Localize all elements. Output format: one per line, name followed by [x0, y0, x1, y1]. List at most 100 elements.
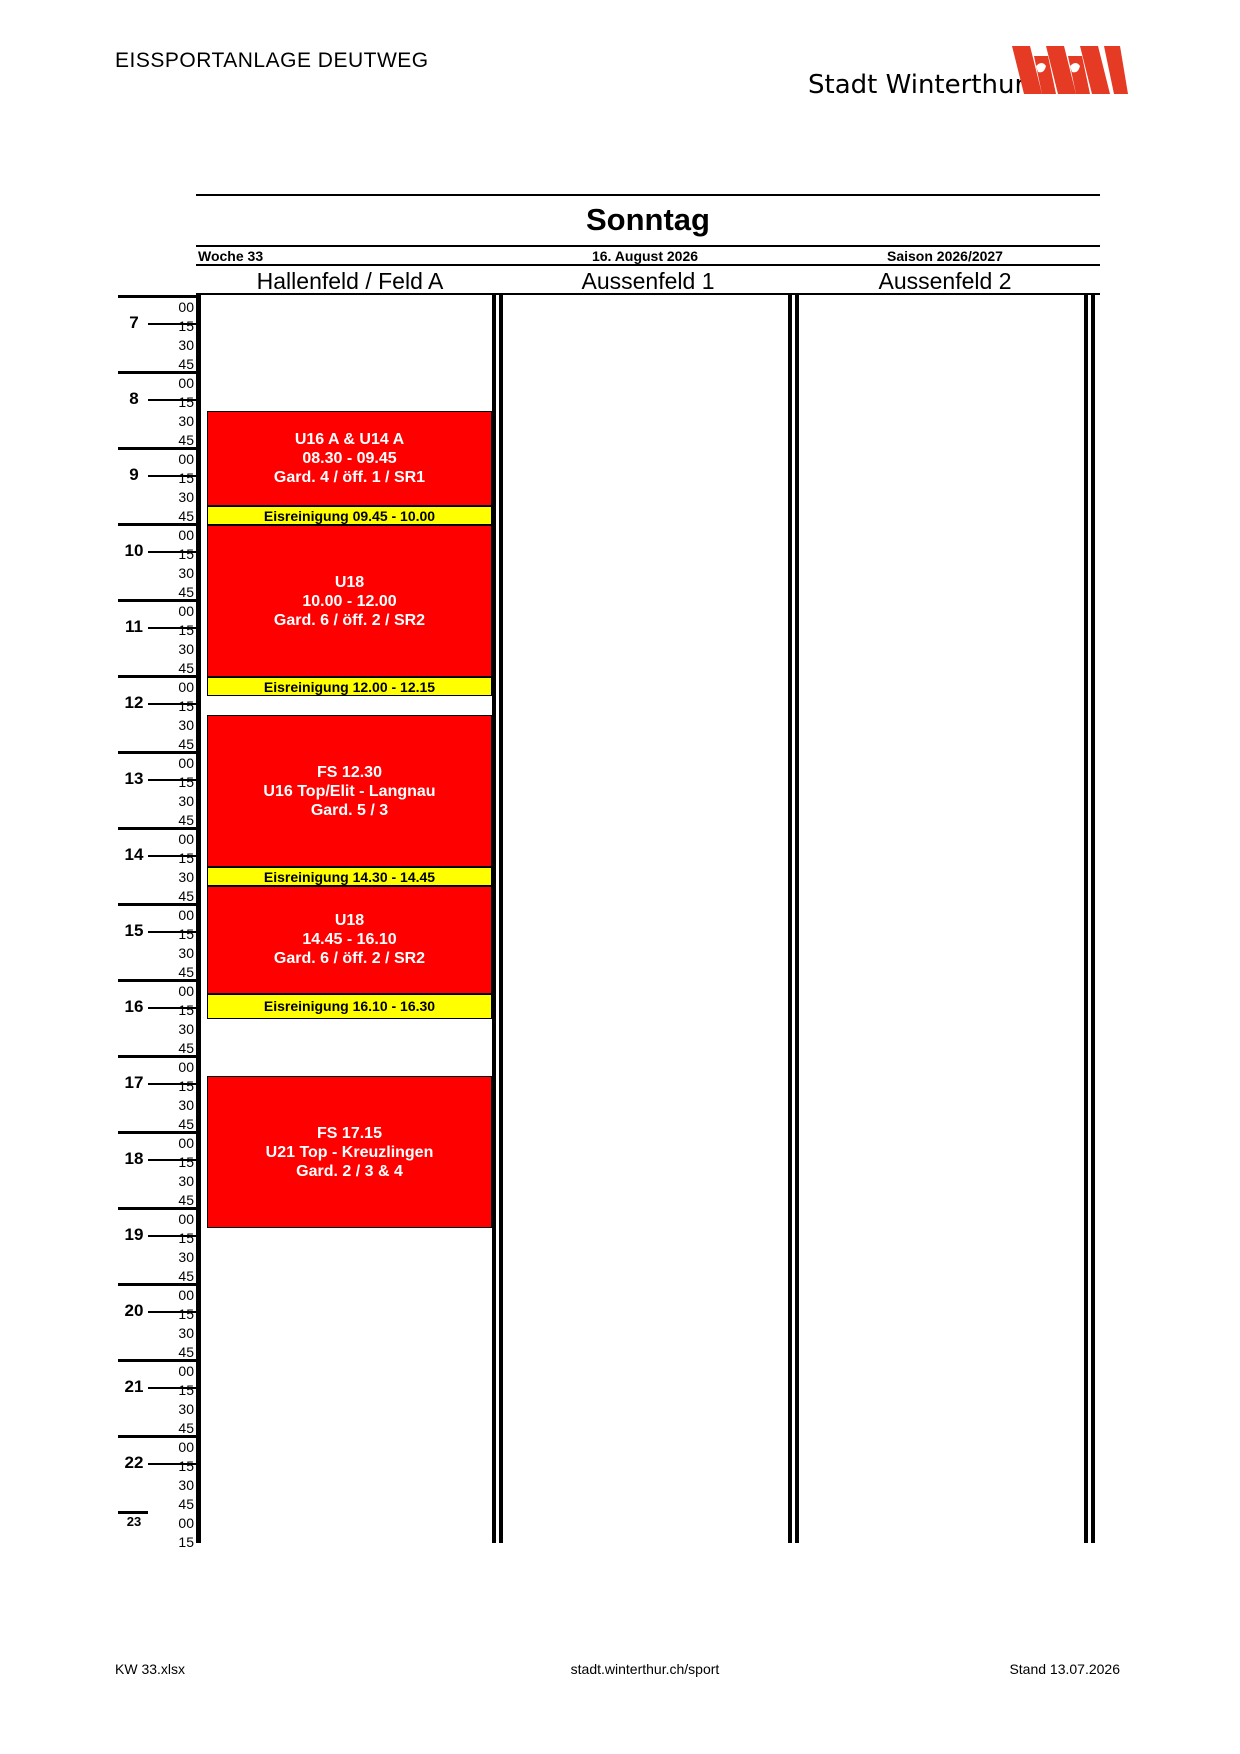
booking-line: Gard. 5 / 3	[310, 801, 389, 819]
minute-label: 15	[178, 1002, 194, 1018]
minute-label: 45	[178, 736, 194, 752]
hour-label-connector	[148, 1387, 196, 1389]
ice-cleaning-slot[interactable]: Eisreinigung 09.45 - 10.00	[207, 506, 492, 525]
minute-label: 00	[178, 983, 194, 999]
hour-label: 15	[124, 921, 144, 940]
minute-label: 15	[178, 1534, 194, 1550]
minute-label: 15	[178, 850, 194, 866]
hour-tick	[118, 903, 196, 906]
minute-label: 45	[178, 1192, 194, 1208]
minute-label: 30	[178, 945, 194, 961]
title-bottom-rule	[196, 245, 1100, 247]
hour-label: 9	[129, 465, 139, 484]
hour-label-connector	[148, 1083, 196, 1085]
ice-cleaning-slot[interactable]: Eisreinigung 14.30 - 14.45	[207, 867, 492, 886]
minute-label: 00	[178, 603, 194, 619]
winterthur-coat-of-arms-icon	[1012, 46, 1128, 94]
hour-label-connector	[148, 703, 196, 705]
hour-label-connector	[148, 1007, 196, 1009]
hour-label-connector	[148, 399, 196, 401]
column-divider	[1084, 294, 1088, 1543]
hour-label: 23	[126, 1514, 142, 1529]
minute-label: 30	[178, 1401, 194, 1417]
minute-label: 00	[178, 1363, 194, 1379]
minute-label: 30	[178, 1173, 194, 1189]
booking-line: Eisreinigung 12.00 - 12.15	[263, 678, 436, 695]
minute-label: 15	[178, 546, 194, 562]
minute-label: 30	[178, 641, 194, 657]
season-label: Saison 2026/2027	[887, 248, 1003, 264]
booking-line: U16 Top/Elit - Langnau	[263, 782, 436, 800]
hour-label: 20	[124, 1301, 144, 1320]
hour-label-connector	[148, 1235, 196, 1237]
hour-label-connector	[148, 323, 196, 325]
minute-label: 15	[178, 1458, 194, 1474]
ice-cleaning-slot[interactable]: Eisreinigung 16.10 - 16.30	[207, 993, 492, 1019]
hour-label: 14	[124, 845, 144, 864]
minute-label: 15	[178, 318, 194, 334]
booking-line: Eisreinigung 09.45 - 10.00	[263, 507, 436, 524]
minute-label: 15	[178, 622, 194, 638]
minute-label: 00	[178, 679, 194, 695]
minute-label: 00	[178, 375, 194, 391]
minute-label: 00	[178, 1515, 194, 1531]
minute-label: 30	[178, 1097, 194, 1113]
footer-file: KW 33.xlsx	[115, 1661, 186, 1677]
time-axis-bar	[196, 294, 201, 1543]
minute-label: 30	[178, 869, 194, 885]
minute-label: 45	[178, 432, 194, 448]
minute-label: 30	[178, 1021, 194, 1037]
minute-label: 00	[178, 451, 194, 467]
minute-label: 45	[178, 1344, 194, 1360]
hour-tick	[118, 599, 196, 602]
minute-label: 15	[178, 1382, 194, 1398]
minute-label: 45	[178, 1116, 194, 1132]
minute-label: 00	[178, 1059, 194, 1075]
ice-cleaning-slot[interactable]: Eisreinigung 12.00 - 12.15	[207, 677, 492, 696]
minute-label: 30	[178, 337, 194, 353]
footer-url[interactable]: stadt.winterthur.ch/sport	[570, 1661, 720, 1677]
minute-label: 00	[178, 1211, 194, 1227]
hour-tick	[118, 1283, 196, 1286]
footer-stand: Stand 13.07.2026	[1009, 1661, 1120, 1677]
minute-label: 30	[178, 793, 194, 809]
minute-label: 30	[178, 413, 194, 429]
minute-label: 15	[178, 1230, 194, 1246]
minute-label: 00	[178, 1135, 194, 1151]
minute-label: 15	[178, 926, 194, 942]
column-divider	[492, 294, 496, 1543]
minute-label: 45	[178, 660, 194, 676]
minute-label: 30	[178, 489, 194, 505]
minute-label: 30	[178, 1249, 194, 1265]
minute-label: 00	[178, 299, 194, 315]
hour-tick	[118, 1055, 196, 1058]
hour-tick	[118, 295, 196, 298]
minute-label: 45	[178, 964, 194, 980]
minute-label: 00	[178, 831, 194, 847]
minute-label: 45	[178, 888, 194, 904]
minute-label: 45	[178, 584, 194, 600]
booking-line: Gard. 4 / öff. 1 / SR1	[273, 469, 426, 486]
hour-label-connector	[148, 475, 196, 477]
hour-label: 11	[125, 617, 143, 636]
booking-line: Gard. 6 / öff. 2 / SR2	[273, 611, 426, 629]
minute-label: 15	[178, 470, 194, 486]
booking-line: Gard. 2 / 3 & 4	[296, 1162, 403, 1180]
booking-line: 10.00 - 12.00	[302, 592, 397, 610]
minute-label: 45	[178, 1040, 194, 1056]
title-top-rule	[196, 194, 1100, 196]
hour-label-connector	[148, 855, 196, 857]
hour-label: 16	[124, 997, 144, 1016]
hour-tick	[118, 1131, 196, 1134]
column-header-aussenfeld-1: Aussenfeld 1	[581, 268, 715, 294]
hour-tick	[118, 1435, 196, 1438]
booking-line: FS 12.30	[317, 763, 382, 781]
minute-label: 30	[178, 1325, 194, 1341]
hour-tick	[118, 751, 196, 754]
minute-label: 15	[178, 1306, 194, 1322]
